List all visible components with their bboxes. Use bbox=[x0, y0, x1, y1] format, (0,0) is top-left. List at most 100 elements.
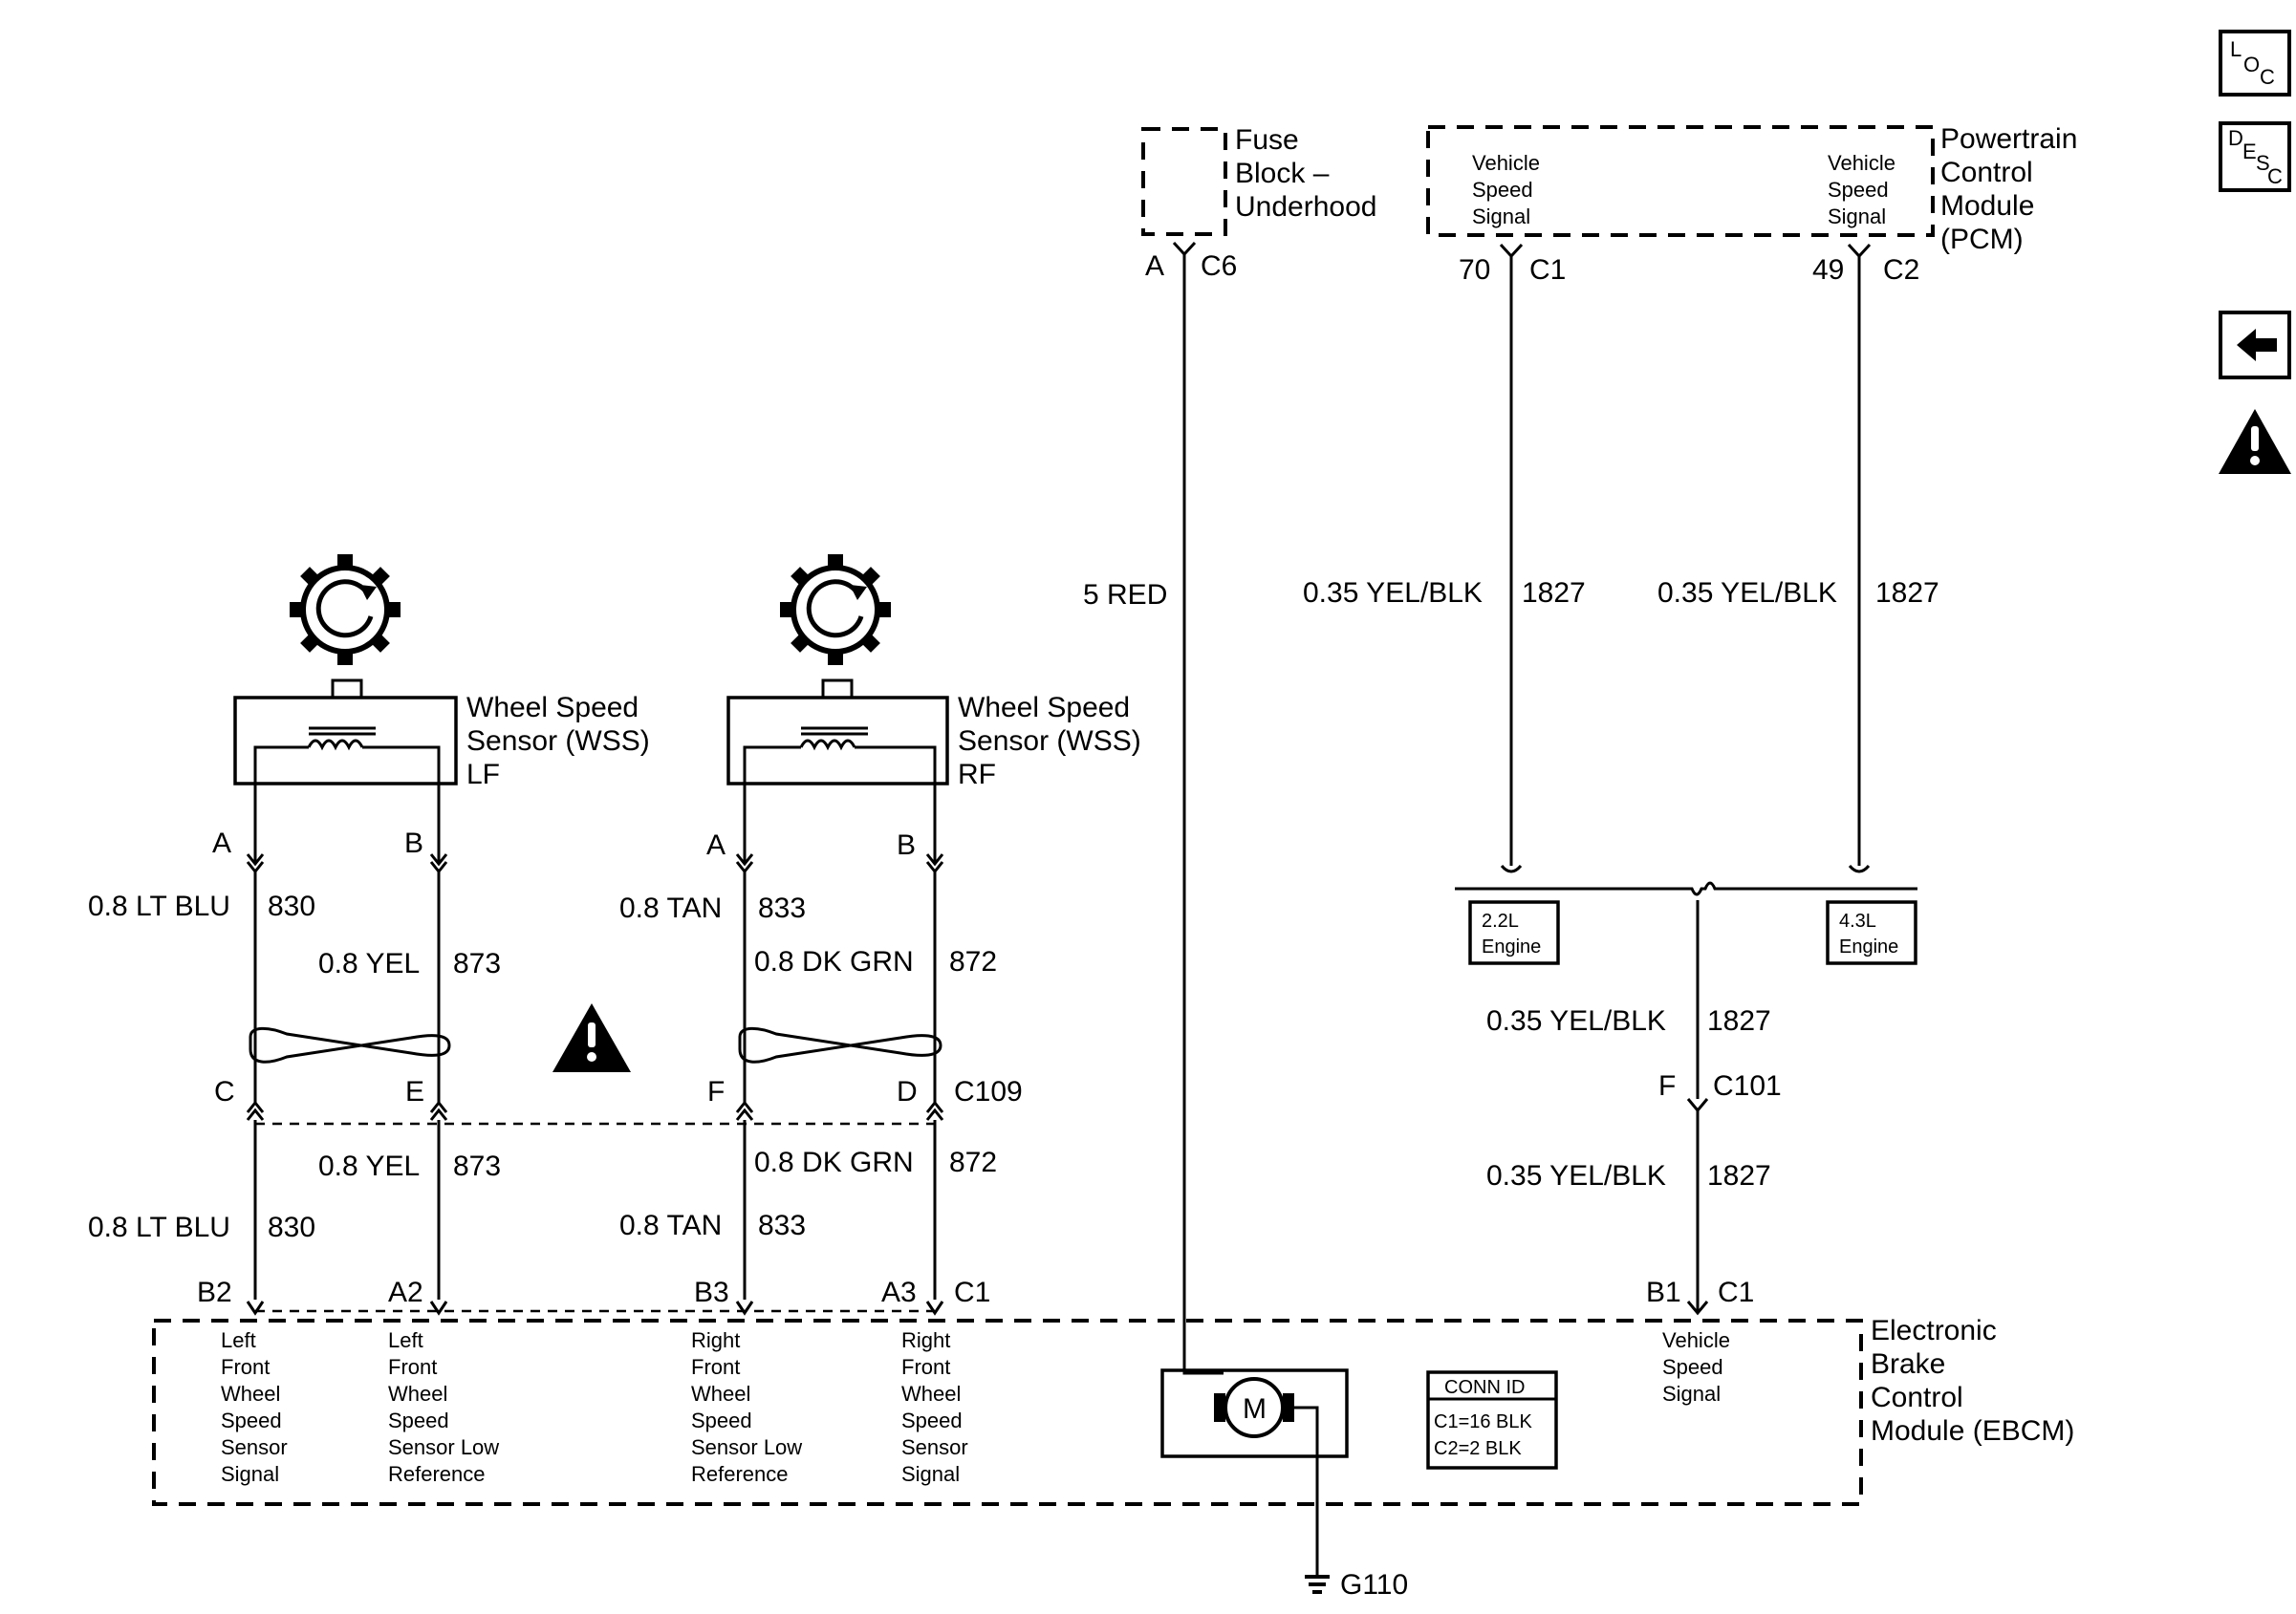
wss-rf-label-1: Wheel Speed bbox=[958, 692, 1130, 723]
rf-tone-ring-icon bbox=[780, 554, 891, 665]
ebcm-rf-ref-5: Sensor Low bbox=[691, 1435, 802, 1459]
lf-sig-lower-circuit: 830 bbox=[268, 1212, 315, 1243]
lf-sig-lower-label: 0.8 LT BLU bbox=[88, 1212, 230, 1243]
engine-22-label-2: Engine bbox=[1482, 936, 1541, 958]
rf-ref-lower-label: 0.8 DK GRN bbox=[754, 1147, 914, 1178]
ebcm-lf-ref-3: Wheel bbox=[388, 1382, 447, 1406]
ebcm-rf-sig-2: Front bbox=[901, 1355, 950, 1379]
pcm-label-1: Powertrain bbox=[1940, 123, 2077, 155]
pump-motor: M bbox=[1160, 1368, 1349, 1561]
lf-ref-circuit: 873 bbox=[453, 948, 501, 979]
pcm-pin-49: 49 bbox=[1812, 254, 1844, 286]
ebcm-lf-sig-5: Sensor bbox=[221, 1435, 288, 1459]
wss-rf-pin-b: B bbox=[897, 829, 916, 861]
rf-ref-circuit: 872 bbox=[949, 946, 997, 978]
pcm-sig-left-1: Vehicle bbox=[1472, 151, 1540, 175]
pcm-sig-right-2: Speed bbox=[1828, 178, 1889, 202]
ebcm-lf-ref-4: Speed bbox=[388, 1409, 449, 1432]
ebcm-lf-sig-4: Speed bbox=[221, 1409, 282, 1432]
pcm-c2-connector-symbol bbox=[1847, 243, 1872, 259]
ebcm-vss-3: Signal bbox=[1662, 1382, 1721, 1406]
engine-option-bus bbox=[1455, 881, 1917, 896]
c101-connector-symbol bbox=[1686, 1098, 1709, 1113]
pcm-right-circuit: 1827 bbox=[1875, 577, 1939, 609]
ebcm-rf-ref-1: Right bbox=[691, 1328, 740, 1352]
ebcm-lf-sig-1: Left bbox=[221, 1328, 256, 1352]
ebcm-lf-signal-label: Left Front Wheel Speed Sensor Signal bbox=[221, 1328, 288, 1486]
svg-text:C: C bbox=[2267, 164, 2283, 188]
ebcm-conn-c1: C1 bbox=[954, 1277, 990, 1308]
conn-id-c1: C1=16 BLK bbox=[1434, 1411, 1533, 1432]
ebcm-lf-sig-6: Signal bbox=[221, 1462, 279, 1486]
wss-rf-pin-a: A bbox=[706, 829, 726, 861]
lf-twisted-pair-icon bbox=[249, 1026, 451, 1064]
motor-label: M bbox=[1243, 1393, 1267, 1425]
ebcm-b1-connector-symbol bbox=[1686, 1301, 1709, 1316]
rf-ref-lower-circuit: 872 bbox=[949, 1147, 997, 1178]
c109-pin-c: C bbox=[214, 1076, 235, 1108]
rf-reference-wire bbox=[925, 784, 944, 1316]
wss-lf-pin-a: A bbox=[212, 828, 231, 859]
ebcm-vss-label: Vehicle Speed Signal bbox=[1662, 1328, 1730, 1406]
ebcm-pin-b2: B2 bbox=[197, 1277, 232, 1308]
ground-g110: G110 bbox=[1305, 1561, 1408, 1601]
ebcm-lf-sig-2: Front bbox=[221, 1355, 270, 1379]
ebcm-lf-ref-1: Left bbox=[388, 1328, 423, 1352]
pcm-sig-left-2: Speed bbox=[1472, 178, 1533, 202]
lf-ref-lower-circuit: 873 bbox=[453, 1151, 501, 1182]
pcm-left-break bbox=[1500, 864, 1523, 873]
wss-lf-pin-b: B bbox=[404, 828, 423, 859]
pcm-right-wire-label: 0.35 YEL/BLK bbox=[1657, 577, 1837, 609]
back-arrow-icon[interactable] bbox=[2219, 311, 2291, 379]
pcm-pin-70: 70 bbox=[1459, 254, 1490, 286]
fuse-block-label-3: Underhood bbox=[1235, 191, 1376, 223]
ground-label: G110 bbox=[1340, 1569, 1408, 1601]
rf-ref-wire-label: 0.8 DK GRN bbox=[754, 946, 914, 978]
ebcm-lf-ref-5: Sensor Low bbox=[388, 1435, 499, 1459]
lower-circuit: 1827 bbox=[1707, 1160, 1771, 1192]
engine-option-4-3l: 4.3L Engine bbox=[1826, 900, 1917, 965]
ebcm-rf-sig-4: Speed bbox=[901, 1409, 963, 1432]
ebcm-rf-reference-label: Right Front Wheel Speed Sensor Low Refer… bbox=[691, 1328, 802, 1486]
ebcm-rf-ref-2: Front bbox=[691, 1355, 740, 1379]
c109-pin-e: E bbox=[405, 1076, 424, 1108]
ebcm-pin-a3: A3 bbox=[881, 1277, 917, 1308]
ebcm-rf-sig-5: Sensor bbox=[901, 1435, 968, 1459]
ebcm-vss-1: Vehicle bbox=[1662, 1328, 1730, 1352]
pcm-label-2: Control bbox=[1940, 157, 2033, 188]
fuse-block-label-1: Fuse bbox=[1235, 124, 1299, 156]
ebcm-rf-sig-1: Right bbox=[901, 1328, 950, 1352]
desc-icon[interactable]: D E S C bbox=[2219, 121, 2291, 192]
conn-id-c2: C2=2 BLK bbox=[1434, 1438, 1522, 1459]
wss-rf-sensor: Wheel Speed Sensor (WSS) RF bbox=[726, 554, 1141, 790]
ebcm-lf-reference-label: Left Front Wheel Speed Sensor Low Refere… bbox=[388, 1328, 499, 1486]
svg-text:S: S bbox=[2256, 151, 2270, 175]
pcm-module: Vehicle Speed Signal Vehicle Speed Signa… bbox=[1426, 123, 2077, 255]
pcm-conn-c1: C1 bbox=[1529, 254, 1566, 286]
wss-lf-sensor: Wheel Speed Sensor (WSS) LF bbox=[233, 554, 650, 790]
rf-signal-wire bbox=[735, 784, 754, 1316]
lower-wire-label: 0.35 YEL/BLK bbox=[1486, 1160, 1666, 1192]
fuse-pin-a: A bbox=[1145, 250, 1164, 282]
pcm-conn-c2: C2 bbox=[1883, 254, 1919, 286]
pcm-right-break bbox=[1848, 864, 1871, 873]
svg-text:E: E bbox=[2242, 140, 2257, 163]
pcm-sig-left-3: Signal bbox=[1472, 204, 1530, 228]
lf-signal-wire bbox=[246, 784, 265, 1316]
pcm-sig-right-3: Signal bbox=[1828, 204, 1886, 228]
caution-icon[interactable] bbox=[2219, 409, 2291, 474]
ebcm-vss-2: Speed bbox=[1662, 1355, 1723, 1379]
diagram-caution-icon[interactable] bbox=[552, 1003, 631, 1072]
lf-tone-ring-icon bbox=[290, 554, 401, 665]
c109-pin-f: F bbox=[707, 1076, 725, 1108]
engine-43-label-2: Engine bbox=[1839, 936, 1898, 958]
pcm-label-3: Module bbox=[1940, 190, 2034, 222]
fuse-connector-symbol bbox=[1172, 241, 1197, 257]
loc-icon[interactable]: L O C bbox=[2219, 30, 2291, 97]
fuse-block-underhood: Fuse Block – Underhood A C6 bbox=[1141, 124, 1376, 282]
pcm-left-wire-label: 0.35 YEL/BLK bbox=[1303, 577, 1483, 609]
splice-circuit: 1827 bbox=[1707, 1005, 1771, 1037]
red-power-wire bbox=[1182, 254, 1224, 1375]
ebcm-label-2: Brake bbox=[1871, 1348, 1945, 1380]
rf-twisted-pair-icon bbox=[738, 1026, 942, 1064]
